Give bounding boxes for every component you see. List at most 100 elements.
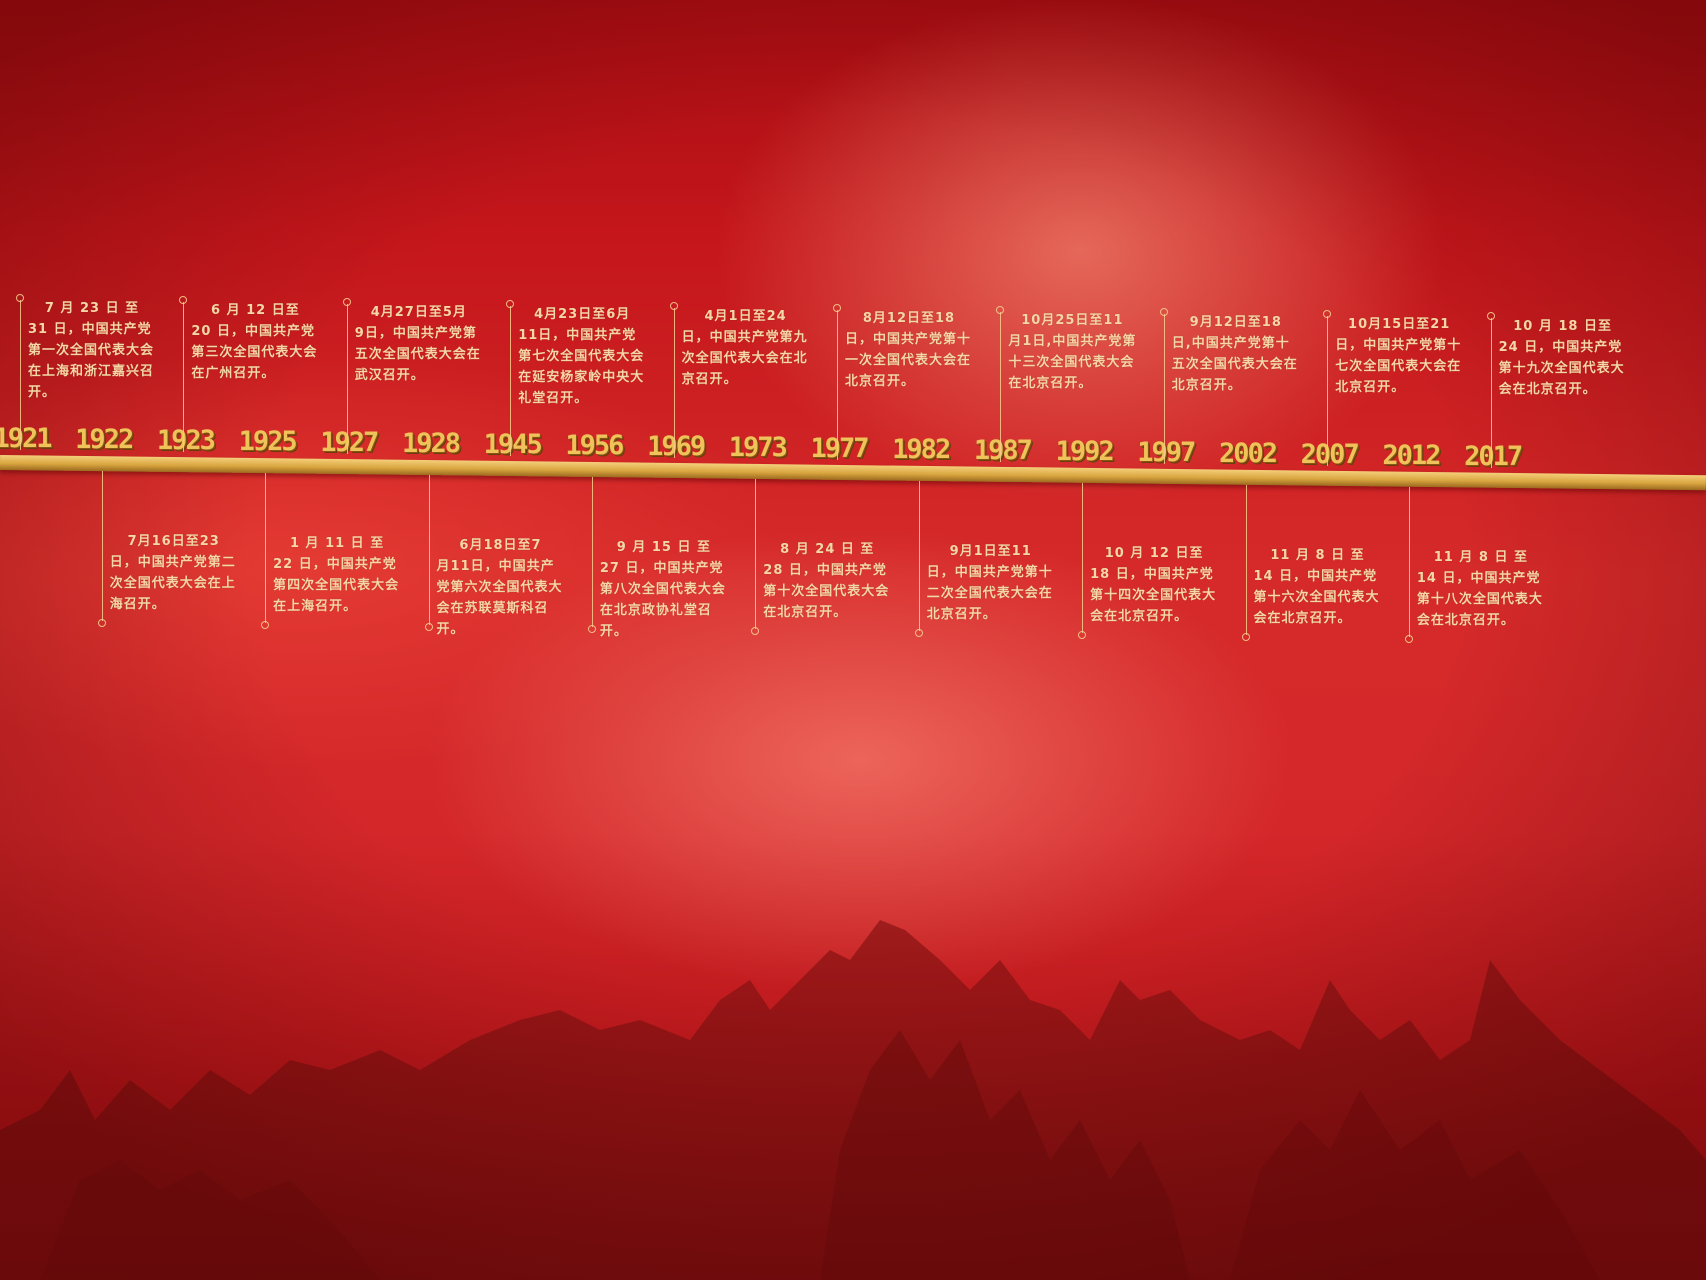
timeline-connector-dot bbox=[1159, 307, 1168, 316]
year-label-1922: 1922 bbox=[75, 424, 134, 456]
timeline-connector-dot bbox=[1078, 630, 1087, 639]
timeline-connector bbox=[1163, 313, 1165, 464]
timeline-connector bbox=[1408, 486, 1410, 637]
event-description: 28 日，中国共产党第十次全国代表大会在北京召开。 bbox=[763, 563, 890, 620]
event-description: 31 日，中国共产党第一次全国代表大会在上海和浙江嘉兴召开。 bbox=[28, 322, 155, 401]
event-date: 9 月 15 日 至 bbox=[616, 540, 712, 556]
event-note: 7月16日至23 日，中国共产党第二次全国代表大会在上海召开。 bbox=[110, 531, 238, 615]
event-description: 24 日，中国共产党第十九次全国代表大会在北京召开。 bbox=[1498, 339, 1625, 397]
event-date: 11 月 8 日 至 bbox=[1433, 549, 1529, 565]
year-label-1945: 1945 bbox=[483, 429, 543, 461]
timeline-connector bbox=[755, 479, 757, 629]
event-description: 27 日，中国共产党第八次全国代表大会在北京政协礼堂召开。 bbox=[599, 561, 726, 640]
timeline-connector bbox=[183, 302, 185, 453]
event-date: 8 月 24 日 至 bbox=[780, 542, 875, 557]
event-description: 日，中国共产党第十七次全国代表大会在北京召开。 bbox=[1335, 337, 1462, 395]
timeline-connector-dot bbox=[996, 305, 1005, 314]
event-note: 8月12日至18 日，中国共产党第十一次全国代表大会在北京召开。 bbox=[845, 308, 973, 392]
event-description: 11日，中国共产党第七次全国代表大会在延安杨家岭中央大礼堂召开。 bbox=[518, 328, 645, 407]
event-date: 7月16日至23 bbox=[127, 534, 220, 550]
event-date: 4月27日至5月 bbox=[370, 305, 467, 321]
year-label-1925: 1925 bbox=[238, 426, 298, 458]
timeline-connector-dot bbox=[97, 619, 106, 628]
event-description: 14 日，中国共产党第十六次全国代表大会在北京召开。 bbox=[1253, 568, 1380, 626]
event-description: 18 日，中国共产党第十四次全国代表大会在北京召开。 bbox=[1090, 566, 1217, 624]
event-date: 11 月 8 日 至 bbox=[1270, 547, 1365, 563]
timeline-connector-dot bbox=[1486, 311, 1495, 320]
timeline-connector-dot bbox=[424, 623, 433, 632]
year-label-1927: 1927 bbox=[320, 427, 379, 459]
event-note: 9 月 15 日 至 27 日，中国共产党第八次全国代表大会在北京政协礼堂召开。 bbox=[600, 537, 728, 642]
timeline-connector-dot bbox=[506, 300, 515, 309]
event-date: 10 月 12 日至 bbox=[1104, 545, 1204, 561]
event-note: 7 月 23 日 至 31 日，中国共产党第一次全国代表大会在上海和浙江嘉兴召开。 bbox=[28, 298, 156, 403]
timeline-connector-dot bbox=[342, 298, 351, 307]
mountain-silhouette bbox=[0, 920, 1706, 1280]
event-description: 日，中国共产党第十二次全国代表大会在北京召开。 bbox=[926, 564, 1053, 622]
timeline-connector bbox=[1245, 484, 1247, 635]
event-date: 4月1日至24 bbox=[704, 309, 787, 325]
event-note: 10 月 12 日至 18 日，中国共产党第十四次全国代表大会在北京召开。 bbox=[1090, 543, 1218, 627]
timeline-connector bbox=[101, 471, 103, 622]
year-label-1982: 1982 bbox=[892, 433, 951, 465]
event-description: 9日，中国共产党第五次全国代表大会在武汉召开。 bbox=[354, 326, 481, 384]
timeline-connector bbox=[837, 309, 838, 460]
event-description: 14 日，中国共产党第十八次全国代表大会在北京召开。 bbox=[1416, 570, 1543, 628]
event-date: 6月18日至7 bbox=[459, 538, 542, 554]
event-description: 月1日,中国共产党第十三次全国代表大会在北京召开。 bbox=[1008, 333, 1137, 391]
event-note: 11 月 8 日 至 14 日，中国共产党第十八次全国代表大会在北京召开。 bbox=[1417, 547, 1545, 631]
event-note: 4月27日至5月 9日，中国共产党第五次全国代表大会在武汉召开。 bbox=[355, 302, 483, 386]
timeline-connector bbox=[20, 300, 21, 451]
timeline-connector-dot bbox=[1404, 634, 1413, 643]
event-note: 8 月 24 日 至 28 日，中国共产党第十次全国代表大会在北京召开。 bbox=[763, 539, 891, 623]
event-note: 4月23日至6月 11日，中国共产党第七次全国代表大会在延安杨家岭中央大礼堂召开。 bbox=[518, 304, 646, 409]
timeline-connector-dot bbox=[914, 628, 923, 637]
timeline-connector bbox=[673, 308, 675, 459]
timeline-connector-dot bbox=[16, 294, 24, 303]
event-date: 7 月 23 日 至 bbox=[44, 301, 140, 317]
timeline-connector bbox=[591, 477, 593, 628]
year-label-1977: 1977 bbox=[810, 432, 869, 464]
year-label-1928: 1928 bbox=[401, 428, 461, 460]
year-label-2002: 2002 bbox=[1218, 437, 1278, 469]
event-note: 11 月 8 日 至 14 日，中国共产党第十六次全国代表大会在北京召开。 bbox=[1254, 545, 1382, 629]
timeline-connector bbox=[1490, 317, 1492, 468]
year-label-2017: 2017 bbox=[1464, 440, 1523, 472]
year-label-1992: 1992 bbox=[1055, 435, 1115, 467]
year-label-1921: 1921 bbox=[0, 423, 53, 455]
year-label-1987: 1987 bbox=[973, 434, 1033, 466]
year-label-2012: 2012 bbox=[1382, 439, 1441, 471]
timeline-connector bbox=[918, 480, 920, 631]
event-date: 1 月 11 日 至 bbox=[289, 536, 385, 552]
timeline-connector bbox=[346, 304, 348, 455]
timeline-connector-dot bbox=[751, 627, 760, 635]
event-date: 4月23日至6月 bbox=[534, 307, 631, 323]
timeline-connector bbox=[1327, 315, 1329, 466]
timeline-connector bbox=[428, 475, 430, 626]
year-label-1997: 1997 bbox=[1137, 436, 1196, 468]
event-description: 日，中国共产党第十一次全国代表大会在北京召开。 bbox=[845, 331, 972, 389]
year-label-1969: 1969 bbox=[647, 431, 706, 463]
event-note: 6 月 12 日至 20 日，中国共产党第三次全国代表大会在广州召开。 bbox=[191, 300, 319, 384]
event-date: 6 月 12 日至 bbox=[211, 303, 300, 319]
event-description: 日，中国共产党第二次全国代表大会在上海召开。 bbox=[109, 555, 236, 613]
event-description: 20 日，中国共产党第三次全国代表大会在广州召开。 bbox=[191, 324, 318, 382]
event-note: 9月1日至11 日，中国共产党第十二次全国代表大会在北京召开。 bbox=[927, 541, 1055, 625]
timeline-connector-dot bbox=[669, 302, 678, 311]
year-label-2007: 2007 bbox=[1300, 438, 1360, 470]
event-note: 10月15日至21 日，中国共产党第十七次全国代表大会在北京召开。 bbox=[1335, 314, 1463, 398]
event-description: 日，中国共产党第九次全国代表大会在北京召开。 bbox=[681, 330, 808, 388]
event-date: 9月12日至18 bbox=[1189, 314, 1282, 330]
timeline-connector bbox=[265, 473, 267, 624]
timeline-connector-dot bbox=[1323, 309, 1332, 318]
event-date: 8月12日至18 bbox=[862, 310, 956, 326]
year-label-1956: 1956 bbox=[565, 430, 624, 462]
event-date: 9月1日至11 bbox=[949, 543, 1032, 559]
event-date: 10月15日至21 bbox=[1348, 316, 1451, 332]
